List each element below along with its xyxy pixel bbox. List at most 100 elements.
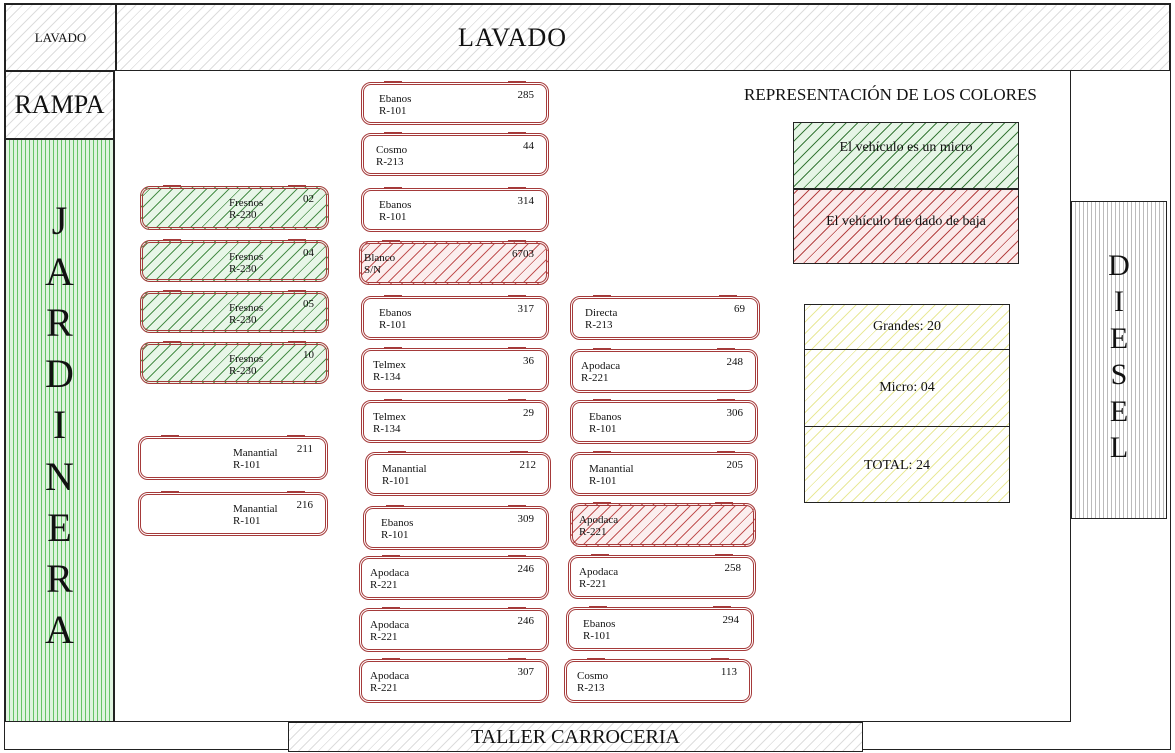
- vehicle-route: R-221: [579, 578, 607, 590]
- vehicle-number: 05: [303, 298, 314, 310]
- stats-grandes: Grandes: 20: [805, 305, 1009, 350]
- vehicle-route: R-101: [589, 423, 617, 435]
- vehicle-route: R-101: [233, 459, 261, 471]
- vehicle-number: 309: [517, 513, 535, 525]
- vehicle-number: 246: [517, 563, 535, 575]
- vehicle-name: Manantial: [233, 447, 278, 459]
- stats-table: Grandes: 20 Micro: 04 TOTAL: 24: [804, 304, 1010, 503]
- vehicle-mirror: [382, 607, 400, 611]
- vehicle-mirror: [508, 187, 526, 191]
- jardinera-letter: D: [45, 351, 74, 397]
- vehicle-number: 294: [722, 614, 740, 626]
- vehicle-number: 29: [523, 407, 534, 419]
- jardinera-letter: R: [46, 555, 73, 601]
- vehicle-name: Manantial: [233, 503, 278, 515]
- zone-rampa: RAMPA: [5, 71, 114, 139]
- vehicle-number: 314: [517, 195, 535, 207]
- zone-rampa-label: RAMPA: [14, 90, 105, 119]
- vehicle-mirror: [384, 81, 402, 85]
- vehicle-number: 248: [726, 356, 744, 368]
- zone-lavado-label: LAVADO: [458, 22, 568, 52]
- vehicle-route: R-221: [579, 526, 607, 538]
- vehicle-name: Fresnos: [229, 197, 264, 209]
- vehicle-mirror: [593, 295, 611, 299]
- vehicle-mirror: [384, 399, 402, 403]
- vehicle-mirror: [719, 295, 737, 299]
- vehicle-name: Fresnos: [229, 353, 264, 365]
- vehicle-name: Manantial: [589, 463, 634, 475]
- vehicle-name: Blanco: [364, 252, 396, 264]
- vehicle-mirror: [287, 491, 305, 495]
- vehicle-mirror: [593, 451, 611, 455]
- vehicle-mirror: [587, 658, 605, 662]
- vehicle-name: Ebanos: [583, 618, 616, 630]
- vehicle-number: 10: [303, 349, 314, 361]
- vehicle-number: 36: [523, 355, 534, 367]
- vehicle-mirror: [510, 451, 528, 455]
- vehicle-name: Telmex: [373, 411, 406, 423]
- vehicle-name: Telmex: [373, 359, 406, 371]
- vehicle-mirror: [593, 502, 611, 506]
- legend-micro-text: El vehículo es un micro: [839, 139, 973, 155]
- jardinera-letter: J: [51, 198, 68, 244]
- vehicle-mirror: [288, 239, 306, 243]
- vehicle-name: Ebanos: [379, 93, 412, 105]
- jardinera-letter: E: [47, 504, 72, 550]
- vehicle-route: R-134: [373, 371, 401, 383]
- vehicle-route: R-221: [370, 682, 398, 694]
- vehicle-mirror: [508, 132, 526, 136]
- vehicle-name: Fresnos: [229, 302, 264, 314]
- vehicle-number: 258: [724, 562, 742, 574]
- vehicle-name: Apodaca: [579, 566, 619, 578]
- zone-lavado-small-label: LAVADO: [34, 29, 87, 45]
- vehicle-mirror: [382, 555, 400, 559]
- vehicle-number: 307: [517, 666, 535, 678]
- vehicle-mirror: [508, 607, 526, 611]
- vehicle-mirror: [384, 187, 402, 191]
- vehicle-route: R-101: [381, 529, 409, 541]
